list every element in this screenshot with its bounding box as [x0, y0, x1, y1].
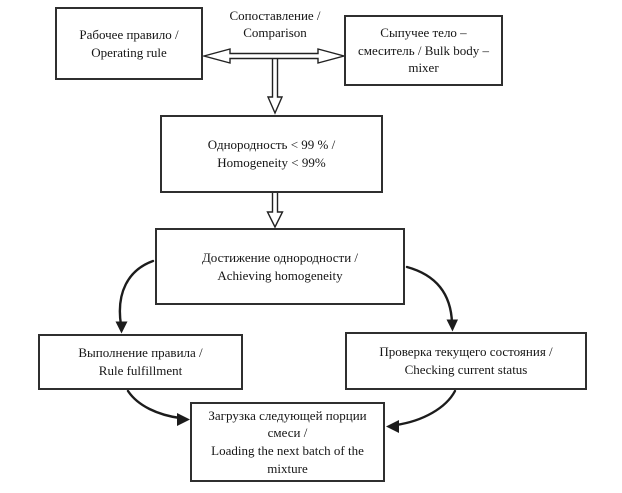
arrowhead-checking-to-loading-icon	[386, 420, 399, 433]
arrow-comparison-horizontal-icon	[201, 48, 347, 64]
label-comparison: Сопоставление / Comparison	[229, 8, 321, 40]
arrow-achieving-to-checking-icon	[405, 265, 454, 325]
arrow-checking-to-loading-icon	[394, 389, 457, 427]
arrowhead-rule-to-loading-icon	[177, 413, 190, 426]
arrow-achieving-to-rule-icon	[118, 259, 155, 327]
node-homogeneity-condition: Однородность < 99 % / Homogeneity < 99%	[160, 115, 383, 193]
node-rule-fulfillment: Выполнение правила / Rule fulfillment	[38, 334, 243, 390]
arrowhead-achieving-to-checking-icon	[446, 319, 458, 332]
node-bulk-body-mixer: Сыпучее тело – смеситель / Bulk body – m…	[344, 15, 503, 86]
node-operating-rule: Рабочее правило / Operating rule	[55, 7, 203, 80]
node-achieving-homogeneity: Достижение однородности / Achieving homo…	[155, 228, 405, 305]
arrow-rule-to-loading-icon	[126, 389, 182, 420]
node-checking-current-status: Проверка текущего состояния / Checking c…	[345, 332, 587, 390]
arrow-homogeneity-to-achieving-icon	[266, 191, 284, 229]
node-loading-next-batch: Загрузка следующей порции смеси / Loadin…	[190, 402, 385, 482]
arrow-down-to-homogeneity-icon	[266, 55, 284, 115]
arrowhead-achieving-to-rule-icon	[115, 321, 128, 334]
